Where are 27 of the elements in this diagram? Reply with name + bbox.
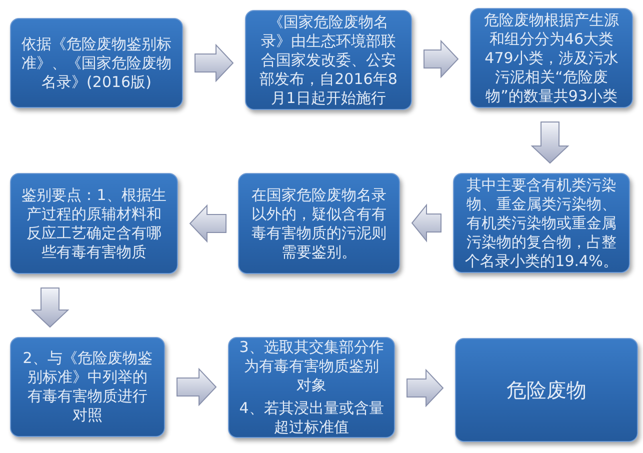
process-box (228, 337, 395, 438)
process-box (10, 18, 183, 108)
box-text: 4、若其浸出量或含量超过标准值 (239, 399, 384, 437)
process-box (245, 10, 412, 110)
box-text: 危险废物根据产生源和组分分为46大类479小类，涉及污水污泥相关“危险废物”的数量共93小类 (483, 10, 620, 106)
block-arrow (424, 40, 459, 78)
box-text: 3、选取其交集部分作为有毒有害物质鉴别对象 (239, 338, 384, 395)
block-arrow (194, 44, 234, 82)
block-arrow (530, 122, 570, 164)
box-text: 鉴别要点：1、根据生产过程的原辅材料和反应工艺确定含有哪些有毒有害物质 (21, 186, 167, 262)
process-box (470, 8, 633, 108)
process-box (10, 173, 178, 274)
block-arrow (411, 204, 442, 242)
box-text: 其中主要含有机类污染物、重金属类污染物、有机类污染物或重金属污染物的复合物，占整个名录小类的19.4%。 (464, 176, 619, 270)
box-text: 依据《危险废物鉴别标准》、《国家危险废物名录》(2016版) (21, 34, 172, 92)
block-arrow (30, 288, 70, 328)
block-arrow (189, 204, 226, 243)
process-box (10, 337, 165, 437)
process-box (455, 338, 638, 442)
box-text: 在国家危险废物名录以外的，疑似含有有毒有害物质的污泥则需要鉴别。 (250, 186, 388, 262)
block-arrow (406, 368, 444, 408)
box-text: 2、与《危险废物鉴别标准》中列举的有毒有害物质进行对照 (22, 349, 154, 425)
process-box (453, 173, 630, 273)
block-arrow (176, 368, 217, 406)
box-text: 危险废物 (506, 380, 586, 400)
process-box (238, 173, 400, 274)
box-text: 《国家危险废物名录》由生态环境部联合国家发改委、公安部发布，自2016年8月1日起开始施行 (258, 12, 398, 108)
